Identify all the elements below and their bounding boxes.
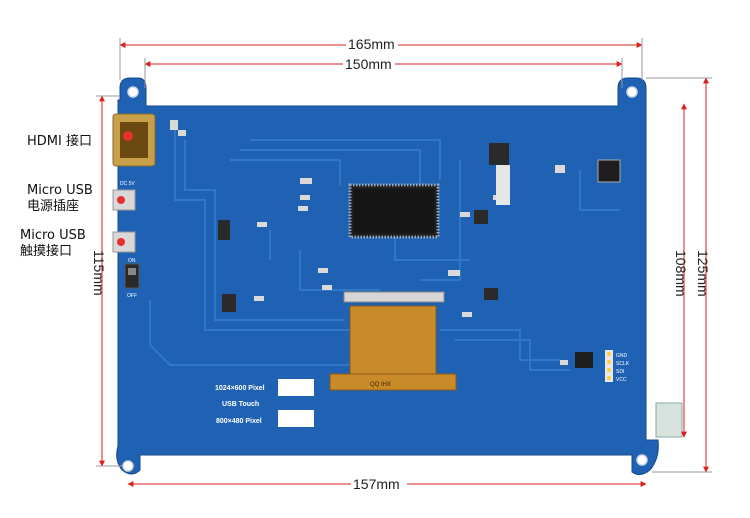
dim-bottom: 157mm: [353, 476, 400, 492]
dc-label: DC 5V: [120, 181, 135, 187]
label-power-line1: Micro USB: [27, 183, 93, 198]
dim-top-inner: 150mm: [345, 56, 392, 72]
mounting-hole-bottom-right: [636, 454, 648, 466]
power-switch: ON OFF: [124, 258, 140, 299]
power-usb-connector: DC 5V: [112, 181, 136, 211]
label-hdmi: HDMI 接口: [27, 134, 92, 149]
on-label: ON: [128, 258, 136, 264]
dim-left: 115mm: [91, 250, 107, 296]
dim-right-outer: 125mm: [695, 250, 711, 297]
hdmi-connector: [112, 113, 156, 167]
side-cable-tab: [655, 402, 683, 438]
label-touch-line2: 触摸接口: [20, 244, 73, 259]
spec-alt-resolution: 800×480 Pixel: [216, 418, 262, 425]
touch-marker-dot: [117, 238, 125, 246]
small-components: [170, 120, 621, 368]
mounting-hole-top-right: [626, 86, 638, 98]
mounting-hole-bottom-left: [122, 460, 134, 472]
pin-gnd: GND: [616, 353, 628, 359]
hdmi-marker-dot: [123, 131, 133, 141]
label-power-line2: 电源插座: [27, 199, 80, 214]
pin-sdi: SDI: [616, 369, 624, 375]
pin-sclk: SCLK: [616, 361, 630, 367]
spec-resolution: 1024×600 Pixel: [215, 385, 265, 392]
mounting-hole-top-left: [127, 86, 139, 98]
spec-touch: USB Touch: [222, 401, 259, 408]
pin-vcc: VCC: [616, 377, 627, 383]
dim-top-outer: 165mm: [348, 36, 395, 52]
touch-usb-connector: [112, 231, 136, 253]
pin-header: GND SCLK SDI VCC: [605, 350, 630, 383]
power-marker-dot: [117, 196, 125, 204]
main-chip: [348, 183, 440, 239]
fpc-cable: QQ IHX: [329, 291, 457, 391]
dim-right-inner: 108mm: [673, 250, 689, 297]
fpc-label: QQ IHX: [370, 382, 391, 388]
pcb-board: [116, 77, 659, 476]
off-label: OFF: [127, 293, 137, 299]
label-touch-line1: Micro USB: [20, 228, 86, 243]
spec-boxes: 1024×600 Pixel USB Touch 800×480 Pixel: [215, 379, 314, 427]
